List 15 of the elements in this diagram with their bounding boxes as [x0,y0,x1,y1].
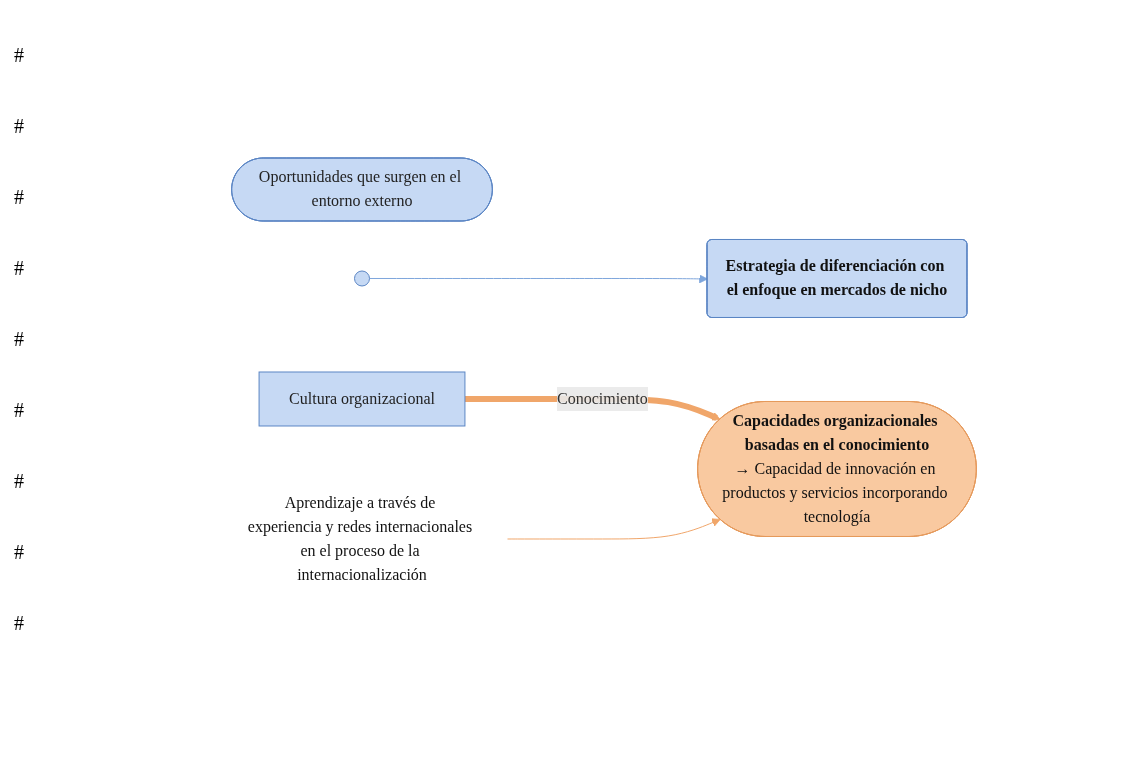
arrow [369,274,709,283]
hash-mark: # [14,257,25,280]
hash-mark: # [14,186,25,209]
node-text: Aprendizaje a través de experiencia y redes internacionales en el proceso de la internacionalización [248,493,473,583]
hash-mark: # [14,44,25,67]
hash-mark: # [14,399,25,422]
hash-mark: # [14,115,25,138]
arrow [506,517,721,539]
hash-mark: # [14,470,25,493]
hash-mark: # [14,612,25,635]
node-plus [354,270,371,286]
node-box: Cultura organizacional [258,371,466,426]
edge-label: Conocimiento [557,389,648,407]
hash-mark: # [14,328,25,351]
hash-mark: # [14,541,25,564]
